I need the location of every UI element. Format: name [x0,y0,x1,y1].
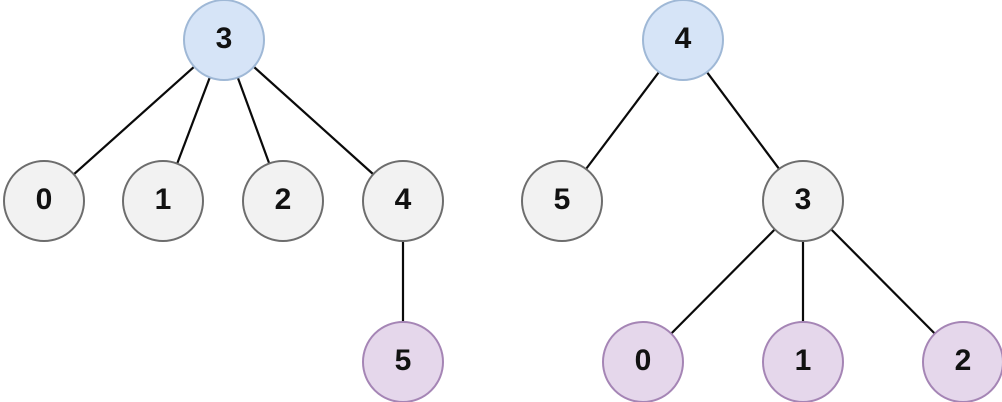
tree-node-R1[interactable]: 1 [762,321,844,402]
tree-node-L0[interactable]: 0 [3,160,85,242]
tree-node-label: 3 [215,22,233,55]
tree-node-R4[interactable]: 4 [642,0,724,81]
tree-node-L2[interactable]: 2 [242,160,324,242]
tree-edge-L3-L2 [236,77,271,164]
tree-node-L5[interactable]: 5 [362,321,444,402]
tree-edge-L3-L0 [73,65,195,176]
tree-node-label: 2 [954,344,972,377]
tree-node-label: 5 [553,183,571,216]
tree-node-L1[interactable]: 1 [122,160,204,242]
tree-node-label: 0 [35,183,53,216]
tree-edge-R3-R2 [830,228,936,335]
tree-edge-L3-L4 [253,65,374,176]
tree-edge-R4-R5 [585,71,660,170]
tree-node-label: 2 [274,183,292,216]
tree-node-R5[interactable]: 5 [521,160,603,242]
tree-node-L4[interactable]: 4 [362,160,444,242]
tree-edge-R4-R3 [706,71,780,170]
tree-node-label: 3 [794,183,812,216]
tree-node-label: 1 [154,183,172,216]
tree-node-label: 4 [394,183,412,216]
tree-node-label: 0 [634,344,652,377]
tree-node-label: 1 [794,344,812,377]
tree-node-R3[interactable]: 3 [762,160,844,242]
tree-node-label: 4 [674,22,692,55]
tree-node-label: 5 [394,344,412,377]
tree-node-R0[interactable]: 0 [602,321,684,402]
tree-edge-L3-L1 [176,77,211,164]
tree-node-R2[interactable]: 2 [922,321,1002,402]
tree-node-L3[interactable]: 3 [183,0,265,81]
tree-edge-R3-R0 [670,228,776,335]
